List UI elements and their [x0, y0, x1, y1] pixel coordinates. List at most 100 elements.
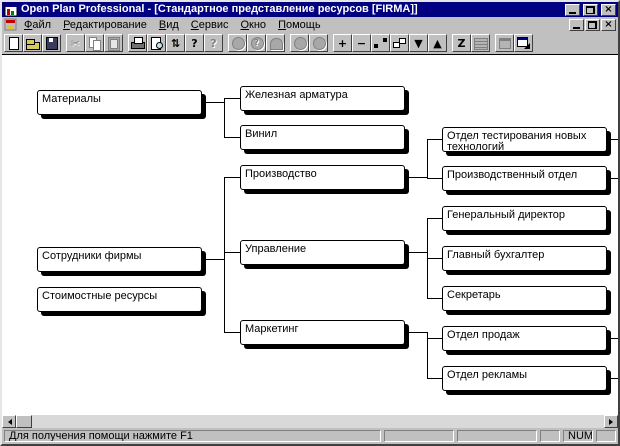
- connector-line: [224, 177, 225, 333]
- node-employees[interactable]: Сотрудники фирмы: [37, 247, 202, 272]
- menu-item-edit[interactable]: Редактирование: [63, 18, 147, 31]
- close-icon: ×: [604, 3, 613, 15]
- menu-items: Файл Редактирование Вид Сервис Окно Помощь: [18, 18, 327, 32]
- connector-line: [611, 338, 618, 339]
- print-preview-button[interactable]: [147, 34, 166, 52]
- node-testing-dept[interactable]: Отдел тестирования новых технологий: [442, 127, 607, 152]
- mdi-restore-button[interactable]: [585, 18, 600, 31]
- scrollbar-track[interactable]: [32, 415, 604, 428]
- node-general-director[interactable]: Генеральный директор: [442, 206, 607, 231]
- node-extra-2-icon: [311, 36, 326, 50]
- step-button[interactable]: [390, 34, 409, 52]
- new-button[interactable]: [4, 34, 23, 52]
- connector-line: [224, 137, 240, 138]
- transfer-icon: ⇅: [170, 36, 181, 50]
- link-button[interactable]: [371, 34, 390, 52]
- menu-item-service[interactable]: Сервис: [190, 18, 229, 31]
- zoom-button[interactable]: Z: [452, 34, 471, 52]
- spreadsheet-button[interactable]: [471, 34, 490, 52]
- window-restore-view-button[interactable]: [514, 34, 533, 52]
- connector-line: [224, 98, 240, 99]
- node-help-button[interactable]: ?: [247, 34, 266, 52]
- status-panel: [384, 429, 454, 442]
- connector-line: [611, 139, 618, 140]
- node-cost-resources[interactable]: Стоимостные ресурсы: [37, 287, 202, 312]
- minimize-icon: [569, 11, 576, 14]
- node-extra-1-icon: [292, 36, 307, 50]
- node-iron[interactable]: Железная арматура: [240, 86, 405, 111]
- save-button[interactable]: [42, 34, 61, 52]
- connector-line: [224, 332, 240, 333]
- help-icon: ?: [191, 36, 198, 50]
- collapse-button[interactable]: −: [352, 34, 371, 52]
- document-icon: [4, 18, 17, 31]
- copy-icon: [87, 36, 102, 51]
- minimize-button[interactable]: [565, 3, 580, 16]
- milestone-button[interactable]: [266, 34, 285, 52]
- node-extra-1-button[interactable]: [290, 34, 309, 52]
- node-management[interactable]: Управление: [240, 240, 405, 265]
- scroll-left-button[interactable]: [2, 415, 16, 428]
- expand-button[interactable]: +: [333, 34, 352, 52]
- help-button[interactable]: ?: [185, 34, 204, 52]
- paste-icon: [106, 36, 121, 51]
- menu-item-view[interactable]: Вид: [158, 18, 179, 31]
- arrow-right-icon: [608, 418, 616, 425]
- node-extra-2-button[interactable]: [309, 34, 328, 52]
- num-lock-indicator: NUM: [563, 429, 593, 442]
- mdi-close-button[interactable]: ×: [601, 18, 616, 31]
- status-bar: Для получения помощи нажмите F1 NUM: [2, 428, 618, 444]
- copy-button[interactable]: [85, 34, 104, 52]
- node-advertising-dept[interactable]: Отдел рекламы: [442, 366, 607, 391]
- status-panel: [457, 429, 537, 442]
- node-help-icon: ?: [249, 36, 264, 50]
- connector-line: [427, 178, 442, 179]
- node-marketing[interactable]: Маркетинг: [240, 320, 405, 345]
- restore-icon: [586, 5, 595, 14]
- context-help-button[interactable]: ?: [204, 34, 223, 52]
- node-production-dept[interactable]: Производственный отдел: [442, 166, 607, 191]
- scrollbar-thumb[interactable]: [16, 415, 32, 428]
- restore-button[interactable]: [583, 3, 598, 16]
- connector-line: [405, 332, 427, 333]
- connector-line: [224, 177, 240, 178]
- window-cascade-button[interactable]: [495, 34, 514, 52]
- connector-line: [611, 178, 618, 179]
- menu-item-window[interactable]: Окно: [240, 18, 267, 31]
- menu-item-file[interactable]: Файл: [24, 18, 52, 31]
- print-preview-icon: [149, 36, 164, 50]
- connector-line: [427, 139, 428, 179]
- move-up-icon: ▲: [433, 36, 442, 50]
- connector-line: [427, 338, 442, 339]
- close-button[interactable]: ×: [601, 3, 616, 16]
- node-chief-accountant[interactable]: Главный бухгалтер: [442, 246, 607, 271]
- node-secretary[interactable]: Секретарь: [442, 286, 607, 311]
- connector-line: [427, 378, 442, 379]
- move-up-button[interactable]: ▲: [428, 34, 447, 52]
- horizontal-scrollbar[interactable]: [2, 415, 618, 428]
- add-node-button[interactable]: [228, 34, 247, 52]
- cut-icon: ✂: [70, 36, 81, 50]
- connector-line: [202, 259, 224, 260]
- menu-item-help[interactable]: Помощь: [278, 18, 321, 31]
- restore-icon: [588, 20, 597, 29]
- close-icon: ×: [604, 18, 613, 30]
- open-button[interactable]: [23, 34, 42, 52]
- print-icon: [130, 36, 145, 50]
- node-sales-dept[interactable]: Отдел продаж: [442, 326, 607, 351]
- connector-line: [611, 378, 618, 379]
- save-icon: [44, 36, 59, 50]
- node-materials[interactable]: Материалы: [37, 90, 202, 115]
- scroll-right-button[interactable]: [604, 415, 618, 428]
- cut-button[interactable]: ✂: [66, 34, 85, 52]
- toolbar: ✂ ⇅??? +− ▼ ▲ Z: [2, 32, 618, 55]
- print-button[interactable]: [128, 34, 147, 52]
- step-icon: [392, 36, 407, 50]
- move-down-button[interactable]: ▼: [409, 34, 428, 52]
- mdi-minimize-button[interactable]: [569, 18, 584, 31]
- transfer-button[interactable]: ⇅: [166, 34, 185, 52]
- title-bar: Open Plan Professional - [Стандартное пр…: [2, 2, 618, 17]
- paste-button[interactable]: [104, 34, 123, 52]
- node-vinyl[interactable]: Винил: [240, 125, 405, 150]
- node-production[interactable]: Производство: [240, 165, 405, 190]
